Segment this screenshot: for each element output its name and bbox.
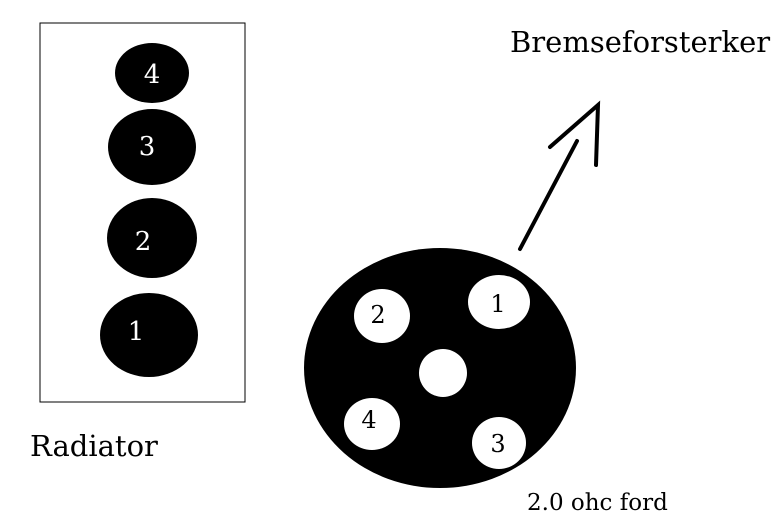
distributor-post-1: 1 [468, 275, 530, 329]
brake-booster-label: Bremseforsterker [510, 25, 770, 59]
svg-text:1: 1 [490, 290, 505, 318]
svg-text:3: 3 [490, 430, 505, 458]
cylinder-3: 3 [108, 109, 196, 185]
cylinder-1: 1 [100, 293, 198, 377]
engine-label: 2.0 ohc ford [527, 490, 668, 516]
engine-block-outline [39, 22, 246, 403]
cylinder-label: 2 [135, 227, 152, 257]
distributor-cap: 2 1 4 3 [304, 248, 576, 488]
distributor-post-4: 4 [344, 398, 400, 450]
arrow-icon [518, 100, 601, 251]
cylinder-label: 3 [139, 132, 156, 162]
cylinder-4: 4 [115, 43, 189, 103]
cylinder-label: 1 [128, 317, 145, 347]
distributor-post-3: 3 [472, 417, 526, 469]
distributor-center [419, 349, 467, 397]
cylinder-2: 2 [107, 198, 197, 278]
radiator-label: Radiator [30, 429, 158, 463]
distributor-post-2: 2 [354, 289, 410, 343]
svg-text:4: 4 [361, 406, 376, 434]
cylinder-label: 4 [144, 60, 161, 90]
svg-text:2: 2 [370, 301, 385, 329]
